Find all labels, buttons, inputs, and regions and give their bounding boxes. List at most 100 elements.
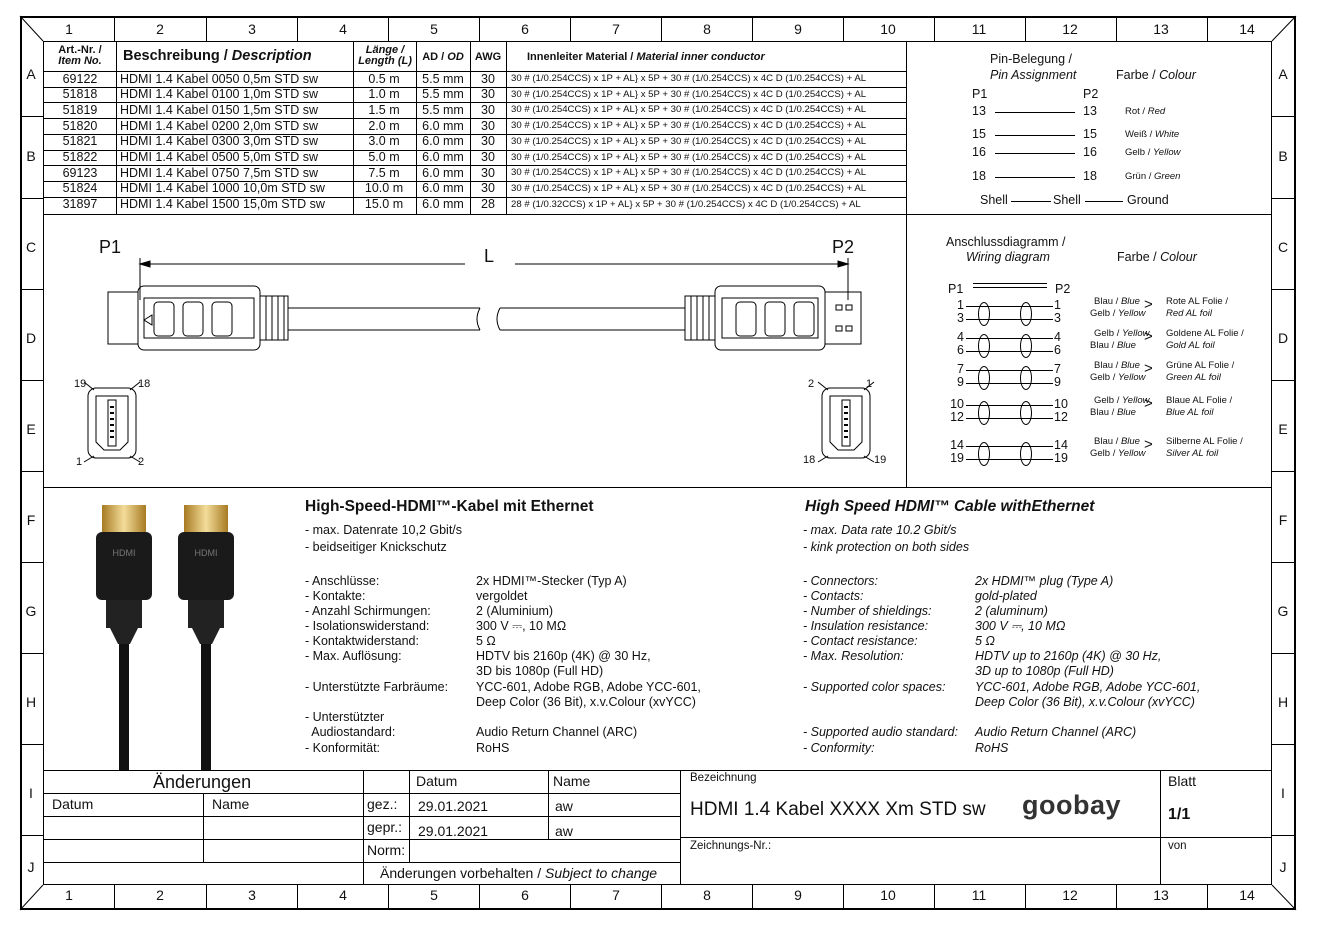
- table-row-line: [43, 149, 906, 151]
- checked-label: gepr.:: [367, 819, 403, 835]
- table-cell-art: 51820: [62, 118, 98, 133]
- table-cell-awg: 30: [481, 165, 495, 180]
- table-cell-length: 7.5 m: [368, 165, 400, 180]
- grid-tick: [570, 885, 571, 909]
- table-cell-length: 1.0 m: [368, 87, 400, 102]
- wiring-line: [966, 338, 1053, 339]
- pin-line: [995, 112, 1075, 113]
- column-number: 4: [339, 887, 347, 903]
- column-number: 6: [521, 21, 529, 37]
- spec-de-value: 5 Ω: [476, 634, 496, 648]
- corner-line: [1271, 15, 1297, 42]
- spec-de-label: - Unterstützter: [305, 710, 385, 724]
- spec-en-label: - Number of shieldings:: [803, 604, 932, 618]
- grid-tick: [1116, 18, 1117, 41]
- table-cell-awg: 30: [481, 118, 495, 133]
- table-cell-desc: HDMI 1.4 Kabel 0150 1,5m STD sw: [120, 102, 318, 117]
- checked-date: 29.01.2021: [418, 823, 489, 839]
- wiring-pin: 14: [950, 438, 964, 452]
- wiring-colour: Gelb / Yellow: [1090, 372, 1146, 383]
- table-cell-length: 5.0 m: [368, 150, 400, 164]
- grid-tick: [1272, 289, 1296, 290]
- grid-tick: [934, 18, 935, 41]
- socket-pin-2: 2: [138, 456, 145, 468]
- spec-en-label: - Insulation resistance:: [803, 619, 929, 633]
- twist-ring: [978, 366, 990, 390]
- table-cell-awg: 30: [481, 87, 495, 102]
- spec-de-label: - Kontaktwiderstand:: [305, 634, 419, 648]
- table-cell-material: 30 # (1/0.254CCS) x 1P + AL} x 5P + 30 #…: [511, 182, 867, 194]
- table-cell-desc: HDMI 1.4 Kabel 0200 2,0m STD sw: [120, 118, 318, 133]
- foil-label: Silberne AL Folie /: [1166, 436, 1243, 447]
- pin-title: Pin-Belegung /: [990, 52, 1073, 66]
- spec-en-value: 3D up to 1080p (Full HD): [975, 664, 1114, 678]
- drawing-number-label: Zeichnungs-Nr.:: [690, 840, 772, 852]
- twist-ring: [1020, 442, 1032, 466]
- spec-de-label: - Isolationswiderstand:: [305, 619, 430, 633]
- cable-schematic: [83, 258, 875, 463]
- pin-colour: Grün / Green: [1125, 171, 1181, 182]
- row-letter: F: [1278, 512, 1288, 528]
- spec-en-label: - Max. Resolution:: [803, 649, 904, 663]
- table-cell-material: 30 # (1/0.254CCS) x 1P + AL} x 5P + 30 #…: [511, 167, 867, 179]
- grid-tick: [20, 653, 43, 654]
- pin-number-p1: 15: [972, 127, 986, 141]
- arrow-icon: >: [1144, 360, 1153, 377]
- twist-ring: [1020, 401, 1032, 425]
- pin-line: [995, 177, 1075, 178]
- grid-tick: [479, 18, 480, 41]
- column-number: 6: [521, 887, 529, 903]
- table-cell-art: 51819: [62, 102, 98, 117]
- table-cell-length: 10.0 m: [364, 181, 404, 196]
- spec-de-bullet: - beidseitiger Knickschutz: [305, 540, 447, 554]
- wiring-line: [966, 446, 1053, 447]
- wiring-pin: 12: [1054, 410, 1068, 424]
- grid-tick: [1207, 18, 1208, 41]
- row-letter: G: [1277, 603, 1289, 619]
- spec-de-value: RoHS: [476, 741, 510, 755]
- wiring-pin: 7: [957, 362, 964, 376]
- spec-en-value: Deep Color (36 Bit), x.v.Colour (xvYCC): [975, 695, 1195, 709]
- column-number: 14: [1239, 887, 1255, 903]
- table-cell-material: 30 # (1/0.254CCS) x 1P + AL} x 5P + 30 #…: [511, 104, 867, 116]
- table-cell-od: 6.0 mm: [422, 118, 464, 133]
- column-number: 10: [880, 887, 896, 903]
- spec-en-label: - Conformity:: [803, 741, 875, 755]
- foil-label: Silver AL foil: [1166, 448, 1219, 459]
- pin-number-p1: 13: [972, 104, 986, 118]
- pin-shell-p1: Shell: [980, 193, 1008, 207]
- cable-length-label: L: [484, 246, 495, 266]
- grid-tick: [1272, 653, 1296, 654]
- spec-en-value: 5 Ω: [975, 634, 995, 648]
- table-cell-desc: HDMI 1.4 Kabel 0750 7,5m STD sw: [120, 165, 318, 180]
- pin-title-en: Pin Assignment: [990, 68, 1077, 82]
- row-letter: C: [25, 239, 37, 255]
- pin-ground: Ground: [1127, 193, 1169, 207]
- header-od: AD / OD: [422, 51, 464, 63]
- of-label: von: [1168, 840, 1187, 852]
- spec-de-value: HDTV bis 2160p (4K) @ 30 Hz,: [476, 649, 651, 663]
- column-number: 1: [65, 21, 73, 37]
- column-number: 10: [880, 21, 896, 37]
- row-letter: C: [1277, 239, 1289, 255]
- wiring-pin: 10: [1054, 397, 1068, 411]
- column-number: 7: [612, 21, 620, 37]
- row-letter: I: [29, 785, 33, 801]
- spec-de-value: Audio Return Channel (ARC): [476, 725, 638, 739]
- pin-number-p2: 15: [1083, 127, 1097, 141]
- table-cell-art: 51822: [62, 150, 98, 164]
- table-cell-od: 6.0 mm: [422, 165, 464, 180]
- wiring-colour: Blau / Blue: [1094, 296, 1140, 307]
- row-letter: J: [1279, 859, 1287, 875]
- wiring-line: [966, 383, 1053, 384]
- grid-tick: [297, 18, 298, 41]
- name-header: Name: [553, 773, 591, 789]
- wiring-title-en: Wiring diagram: [966, 250, 1050, 264]
- pin-line: [995, 153, 1075, 154]
- column-number: 1: [65, 887, 73, 903]
- table-row-line: [43, 102, 906, 104]
- grid-tick: [1272, 471, 1296, 472]
- grid-tick: [20, 380, 43, 381]
- wiring-pin: 1: [1054, 298, 1061, 312]
- column-number: 12: [1062, 21, 1078, 37]
